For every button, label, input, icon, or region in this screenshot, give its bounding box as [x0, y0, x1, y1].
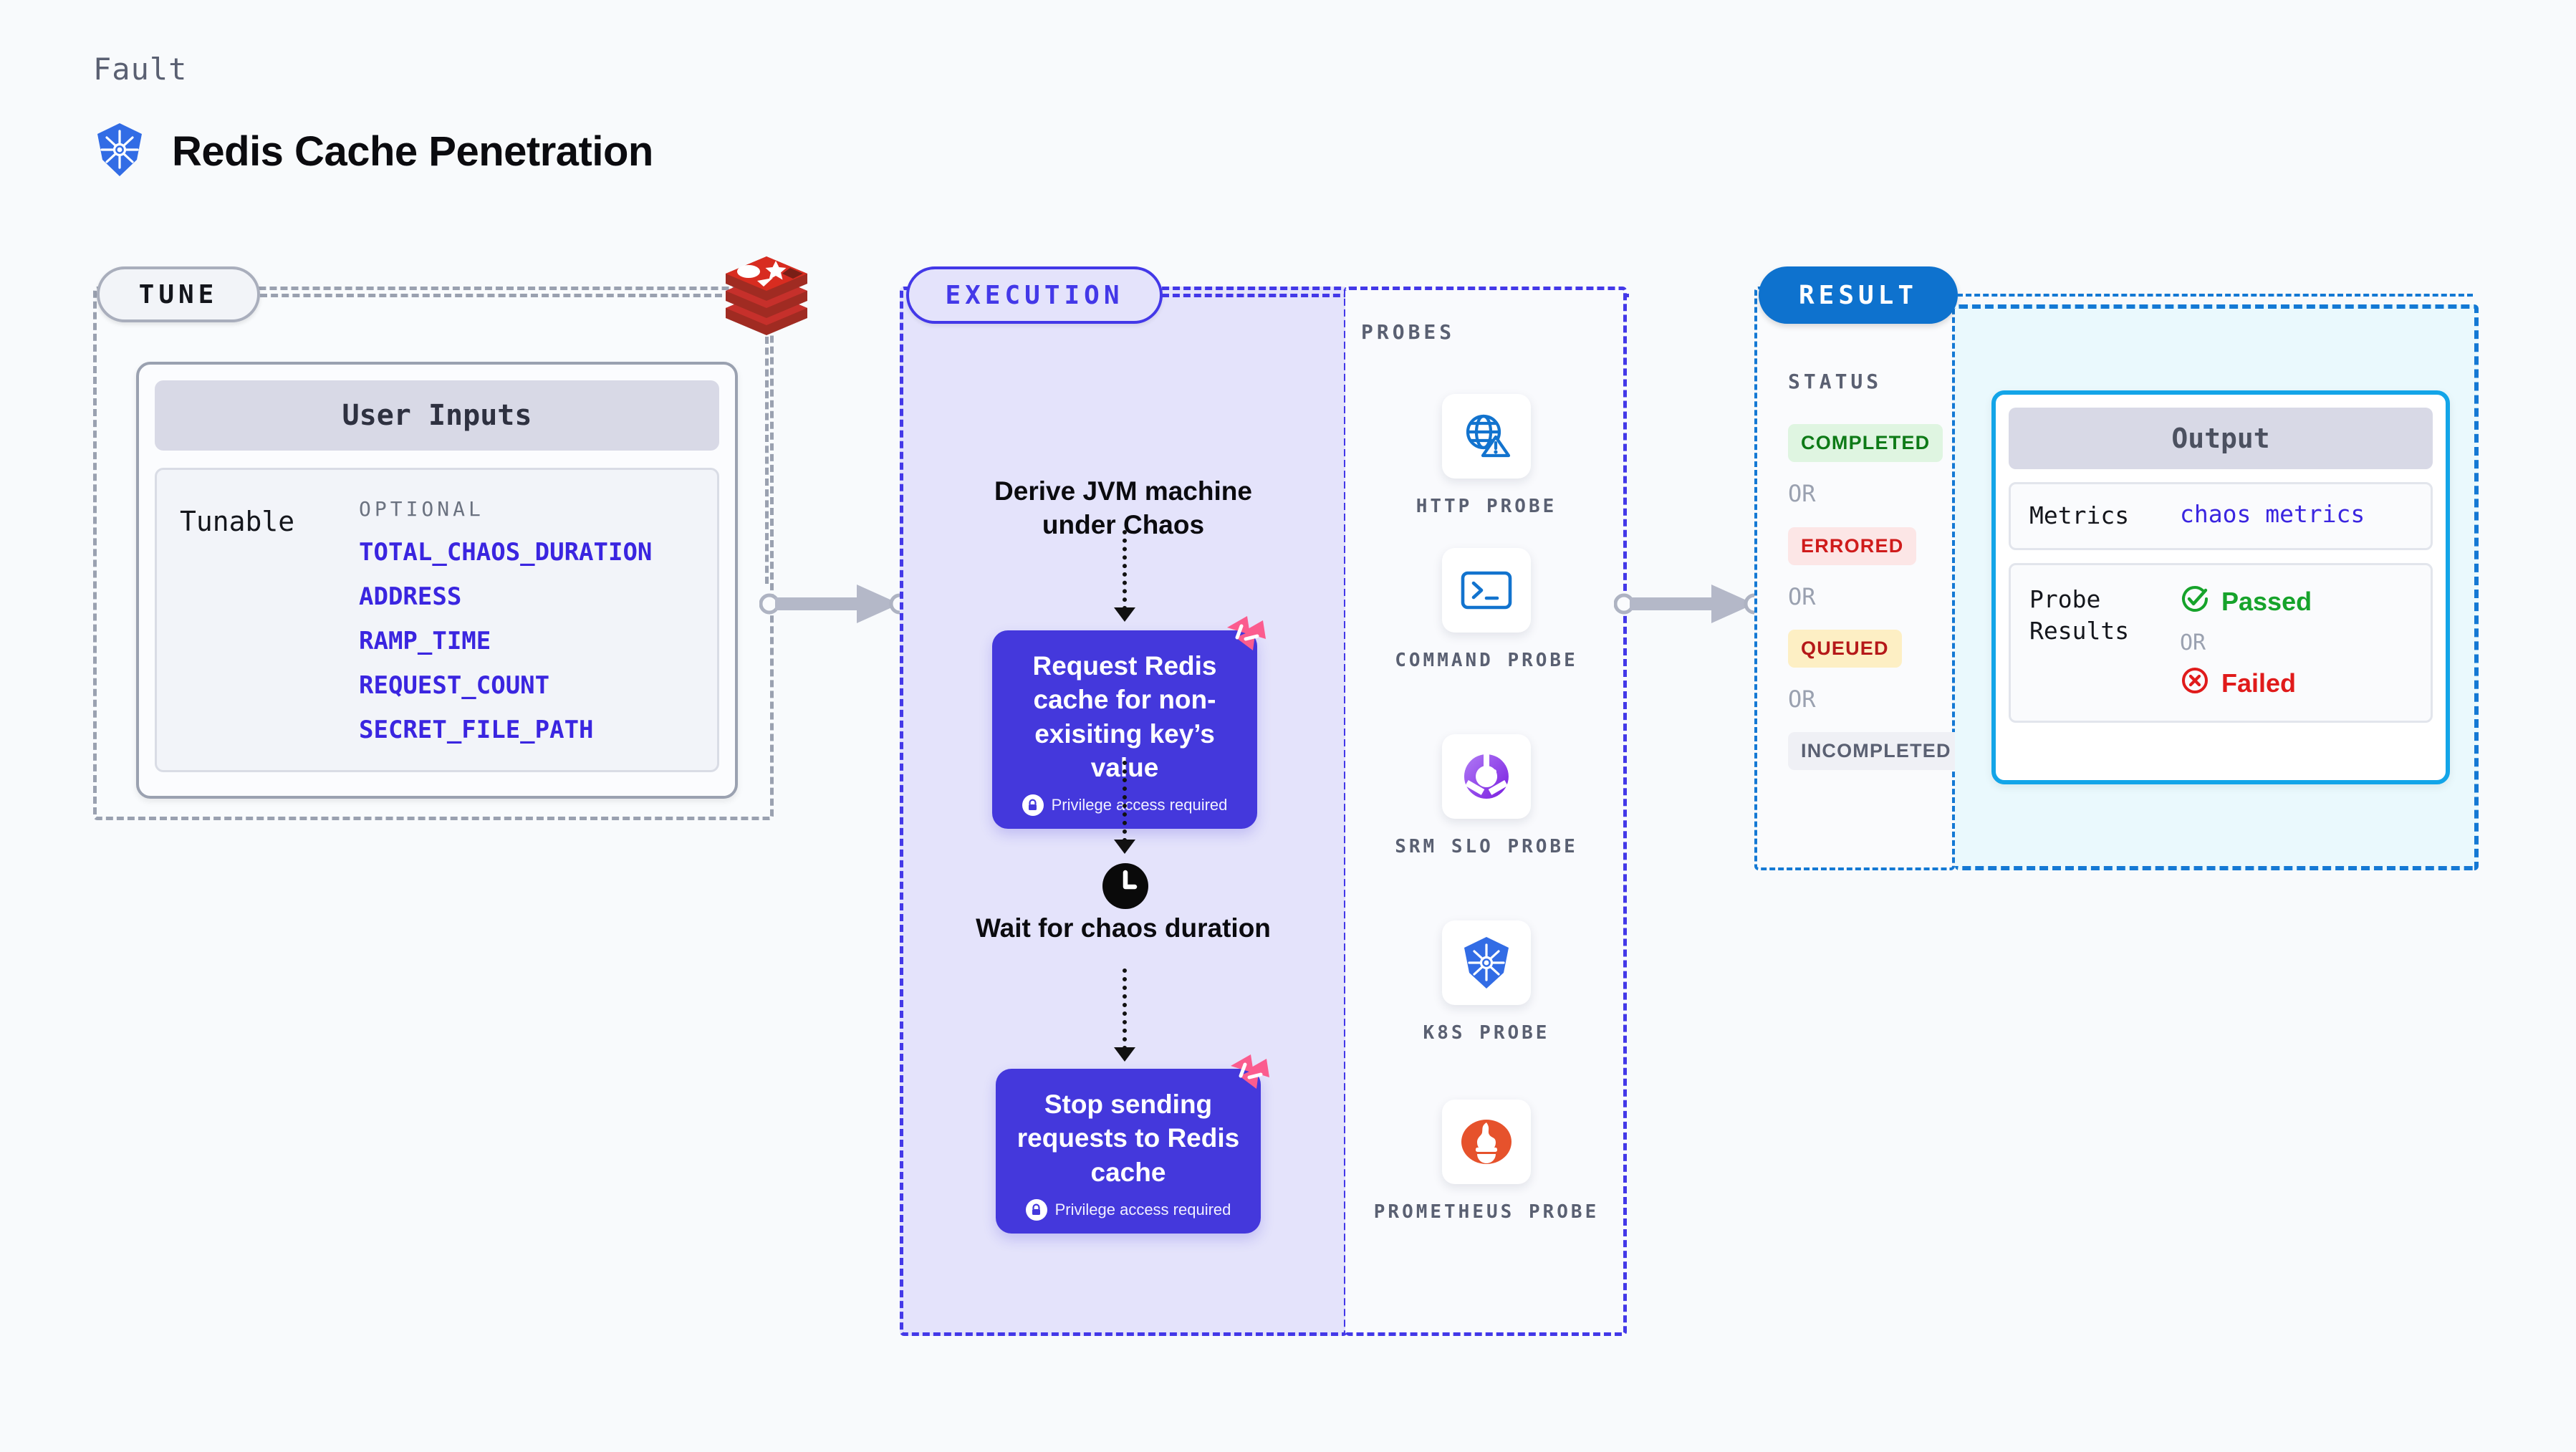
output-row-probe-results: Probe Results Passed OR	[2009, 562, 2433, 723]
user-inputs-card: User Inputs Tunable OPTIONAL TOTAL_CHAOS…	[136, 362, 738, 799]
probe-result-passed: Passed	[2180, 584, 2312, 620]
status-or-label: OR	[1788, 686, 1816, 713]
status-or-label: OR	[1788, 480, 1816, 507]
tunable-variable[interactable]: REQUEST_COUNT	[359, 671, 550, 700]
kubernetes-icon	[1442, 920, 1531, 1005]
execution-action-box[interactable]: Stop sending requests to Redis cache Pri…	[996, 1054, 1269, 1234]
output-row-metrics: Metrics chaos metrics	[2009, 482, 2433, 550]
flow-connector-dotted	[1114, 530, 1135, 622]
globe-warning-icon	[1442, 394, 1531, 479]
result-pill[interactable]: RESULT	[1759, 266, 1958, 324]
lock-icon	[1022, 794, 1044, 817]
probe-label: K8S PROBE	[1423, 1022, 1550, 1044]
probe-result-or-label: OR	[2180, 630, 2206, 655]
probe-item-command[interactable]: COMMAND PROBE	[1372, 548, 1601, 673]
tune-to-execution-arrow	[759, 579, 910, 629]
probe-label: PROMETHEUS PROBE	[1373, 1201, 1600, 1223]
tunable-row-label: Tunable	[180, 506, 295, 537]
probe-result-failed-label: Failed	[2221, 668, 2297, 698]
tunable-variable[interactable]: RAMP_TIME	[359, 627, 491, 655]
tunable-variable-list: TOTAL_CHAOS_DURATION ADDRESS RAMP_TIME R…	[359, 538, 652, 744]
result-region-outline	[1754, 287, 1955, 870]
probe-item-prometheus[interactable]: PROMETHEUS PROBE	[1372, 1100, 1601, 1225]
tune-to-redis-connector	[260, 294, 722, 297]
tune-pill[interactable]: TUNE	[97, 266, 260, 322]
redis-down-connector	[765, 337, 769, 584]
slo-donut-icon	[1442, 734, 1531, 819]
tunable-variable[interactable]: ADDRESS	[359, 582, 462, 611]
probes-to-result-arrow	[1614, 579, 1764, 629]
output-card: Output Metrics chaos metrics Probe Resul…	[1991, 390, 2450, 784]
tunable-variable[interactable]: TOTAL_CHAOS_DURATION	[359, 538, 653, 567]
probes-section-label: PROBES	[1361, 320, 1456, 344]
status-badge-errored: ERRORED	[1788, 527, 1917, 565]
redis-icon	[720, 252, 813, 337]
probe-result-passed-label: Passed	[2221, 587, 2312, 617]
privilege-note-text: Privilege access required	[1051, 796, 1228, 814]
execution-action-label: Stop sending requests to Redis cache	[1017, 1090, 1240, 1187]
tunable-variable[interactable]: SECRET_FILE_PATH	[359, 716, 594, 744]
output-header: Output	[2009, 408, 2433, 469]
terminal-icon	[1442, 548, 1531, 633]
probe-item-http[interactable]: HTTP PROBE	[1372, 394, 1601, 519]
page-title-row: Redis Cache Penetration	[93, 122, 653, 181]
privilege-note: Privilege access required	[1014, 1199, 1242, 1221]
lock-icon	[1025, 1199, 1047, 1221]
execution-step-text: Wait for chaos duration	[976, 913, 1271, 943]
check-circle-icon	[2180, 584, 2210, 620]
status-badge-completed: COMPLETED	[1788, 424, 1943, 462]
status-or-label: OR	[1788, 583, 1816, 610]
kubernetes-icon	[93, 122, 146, 181]
optional-group: OPTIONAL TOTAL_CHAOS_DURATION ADDRESS RA…	[359, 497, 652, 770]
status-badge-queued: QUEUED	[1788, 630, 1902, 668]
privilege-note: Privilege access required	[1011, 794, 1239, 817]
flow-connector-dotted	[1114, 968, 1135, 1062]
fault-eyebrow: Fault	[93, 52, 188, 87]
status-badge-incompleted: INCOMPLETED	[1788, 732, 1964, 770]
optional-heading: OPTIONAL	[359, 497, 484, 521]
output-row-key: Metrics	[2029, 501, 2130, 529]
privilege-note-text: Privilege access required	[1054, 1201, 1231, 1219]
output-row-key: Probe Results	[2029, 585, 2130, 645]
probe-label: COMMAND PROBE	[1395, 650, 1578, 671]
litmus-icon	[1221, 613, 1269, 658]
probe-item-srm-slo[interactable]: SRM SLO PROBE	[1372, 734, 1601, 860]
page-title: Redis Cache Penetration	[172, 128, 653, 175]
prometheus-icon	[1442, 1100, 1531, 1184]
output-row-value[interactable]: chaos metrics	[2180, 500, 2365, 528]
result-to-output-connector	[1957, 294, 2473, 297]
x-circle-icon	[2180, 665, 2210, 702]
probe-label: HTTP PROBE	[1416, 496, 1557, 517]
result-region	[1754, 287, 1955, 870]
litmus-icon	[1225, 1052, 1272, 1096]
probe-label: SRM SLO PROBE	[1395, 836, 1578, 857]
status-label: STATUS	[1788, 370, 1883, 393]
clock-icon	[1101, 862, 1150, 910]
probe-results-values: Passed OR Failed	[2180, 584, 2312, 702]
flow-connector-dotted	[1114, 761, 1135, 854]
execution-pill[interactable]: EXECUTION	[906, 266, 1163, 324]
probe-item-k8s[interactable]: K8S PROBE	[1372, 920, 1601, 1046]
probe-result-failed: Failed	[2180, 665, 2312, 702]
user-inputs-header: User Inputs	[155, 380, 719, 451]
user-inputs-body: Tunable OPTIONAL TOTAL_CHAOS_DURATION AD…	[155, 468, 719, 772]
